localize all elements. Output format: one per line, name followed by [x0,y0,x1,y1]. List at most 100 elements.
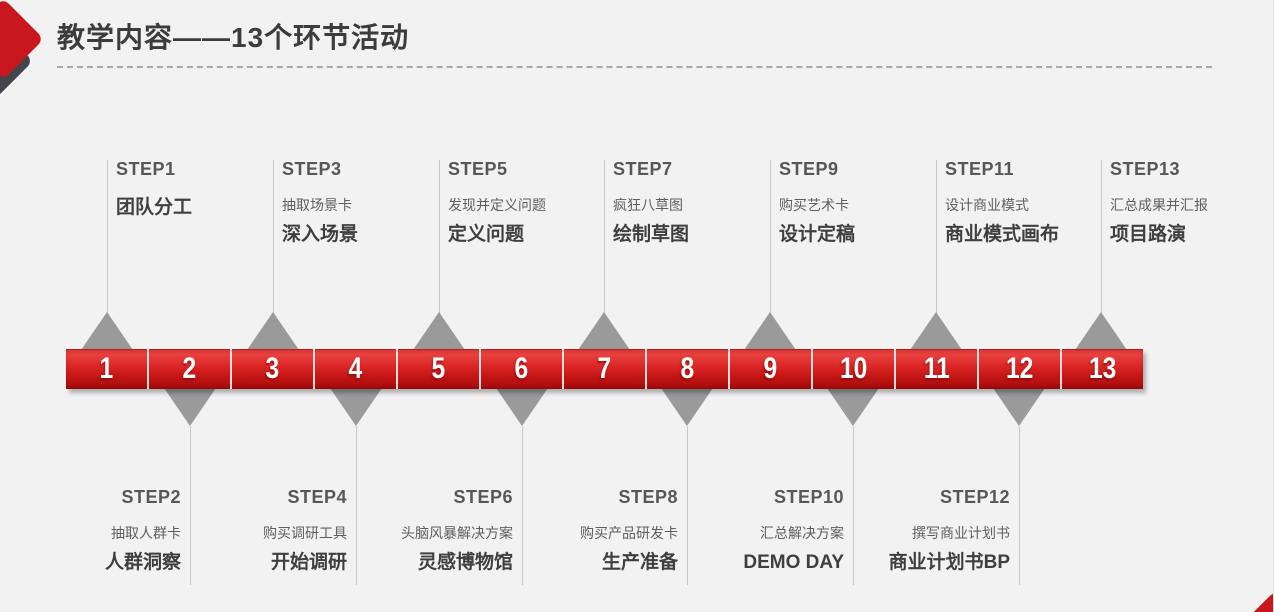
connector-line [107,160,108,314]
timeline-bar: 1 2 3 4 5 6 7 8 9 10 11 12 13 [66,349,1143,389]
connector-triangle [81,312,133,350]
connector-line [190,426,191,585]
step-block-2: STEP2 抽取人群卡 人群洞察 [105,486,181,575]
timeline-cell-5: 5 [398,349,481,389]
connector-line [604,160,605,314]
step-label: 绘制草图 [613,224,690,245]
timeline-cell-6: 6 [481,349,564,389]
connector-line [522,426,523,585]
step-label: 设计定稿 [779,224,856,245]
connector-triangle [247,312,299,350]
step-name: STEP7 [613,159,673,179]
step-sub: 汇总成果并汇报 [1110,197,1208,213]
step-name: STEP5 [448,159,508,179]
step-block-11: STEP11 设计商业模式 商业模式画布 [945,158,1059,247]
step-sub: 购买调研工具 [263,525,347,541]
step-block-9: STEP9 购买艺术卡 设计定稿 [779,158,855,247]
step-label: 团队分工 [116,197,193,218]
cell-number: 3 [265,352,280,385]
cell-number: 7 [597,352,612,385]
connector-triangle [993,388,1045,426]
step-label: 深入场景 [282,224,359,245]
step-label: 人群洞察 [104,552,181,573]
cell-number: 1 [99,352,114,385]
step-sub: 发现并定义问题 [448,197,546,213]
step-sub: 疯狂八草图 [613,197,683,213]
step-sub: 头脑风暴解决方案 [401,525,513,541]
timeline-cell-4: 4 [315,349,398,389]
cell-number: 10 [839,352,868,385]
step-block-8: STEP8 购买产品研发卡 生产准备 [580,486,678,575]
step-label: 商业计划书BP [888,552,1010,573]
step-block-3: STEP3 抽取场景卡 深入场景 [282,158,358,247]
step-name: STEP4 [287,487,347,507]
connector-triangle [744,312,796,350]
connector-line [1019,426,1020,585]
step-sub: 设计商业模式 [945,197,1029,213]
step-block-7: STEP7 疯狂八草图 绘制草图 [613,158,689,247]
step-name: STEP11 [945,159,1015,179]
cell-number: 5 [431,352,446,385]
step-label: 商业模式画布 [945,224,1060,245]
timeline-cell-8: 8 [647,349,730,389]
connector-triangle [827,388,879,426]
step-label: 开始调研 [270,552,347,573]
timeline-cell-1: 1 [66,349,149,389]
cell-number: 11 [923,352,950,385]
step-block-12: STEP12 撰写商业计划书 商业计划书BP [889,486,1010,575]
step-name: STEP9 [779,159,839,179]
connector-line [770,160,771,314]
step-sub: 抽取人群卡 [111,525,181,541]
step-name: STEP8 [618,487,678,507]
step-sub: 汇总解决方案 [760,525,844,541]
step-name: STEP13 [1110,159,1181,179]
connector-line [853,426,854,585]
step-name: STEP3 [282,159,342,179]
timeline-cell-13: 13 [1062,349,1143,389]
page-title: 教学内容——13个环节活动 [57,22,410,53]
connector-line [1101,160,1102,314]
timeline-cell-7: 7 [564,349,647,389]
connector-triangle [910,312,962,350]
corner-accent-red-icon [1251,592,1273,612]
cell-number: 6 [514,352,529,385]
step-block-4: STEP4 购买调研工具 开始调研 [263,486,347,575]
step-sub: 购买产品研发卡 [580,525,678,541]
step-block-13: STEP13 汇总成果并汇报 项目路演 [1110,158,1208,247]
step-name: STEP1 [116,159,176,179]
step-sub: 购买艺术卡 [779,197,849,213]
step-name: STEP12 [939,487,1010,507]
step-sub: 撰写商业计划书 [912,525,1010,541]
step-block-10: STEP10 汇总解决方案 DEMO DAY [743,486,844,575]
connector-line [356,426,357,585]
cell-number: 8 [680,352,695,385]
connector-triangle [661,388,713,426]
step-name: STEP10 [773,487,844,507]
cell-number: 4 [348,352,363,385]
cell-number: 2 [182,352,197,385]
timeline-cell-10: 10 [813,349,896,389]
step-label: 项目路演 [1110,224,1187,245]
timeline-cell-11: 11 [896,349,979,389]
connector-triangle [496,388,548,426]
connector-line [439,160,440,314]
timeline-cell-12: 12 [979,349,1062,389]
timeline-cell-3: 3 [232,349,315,389]
step-sub: 抽取场景卡 [282,197,352,213]
timeline-cell-2: 2 [149,349,232,389]
step-label: DEMO DAY [743,552,844,573]
connector-triangle [578,312,630,350]
step-name: STEP6 [453,487,513,507]
connector-line [687,426,688,585]
cell-number: 13 [1088,352,1117,385]
step-label: 定义问题 [448,224,525,245]
connector-line [936,160,937,314]
connector-triangle [164,388,216,426]
timeline-cell-9: 9 [730,349,813,389]
step-block-6: STEP6 头脑风暴解决方案 灵感博物馆 [401,486,513,575]
cell-number: 12 [1005,352,1034,385]
step-name: STEP2 [121,487,181,507]
connector-triangle [330,388,382,426]
cell-number: 9 [763,352,778,385]
